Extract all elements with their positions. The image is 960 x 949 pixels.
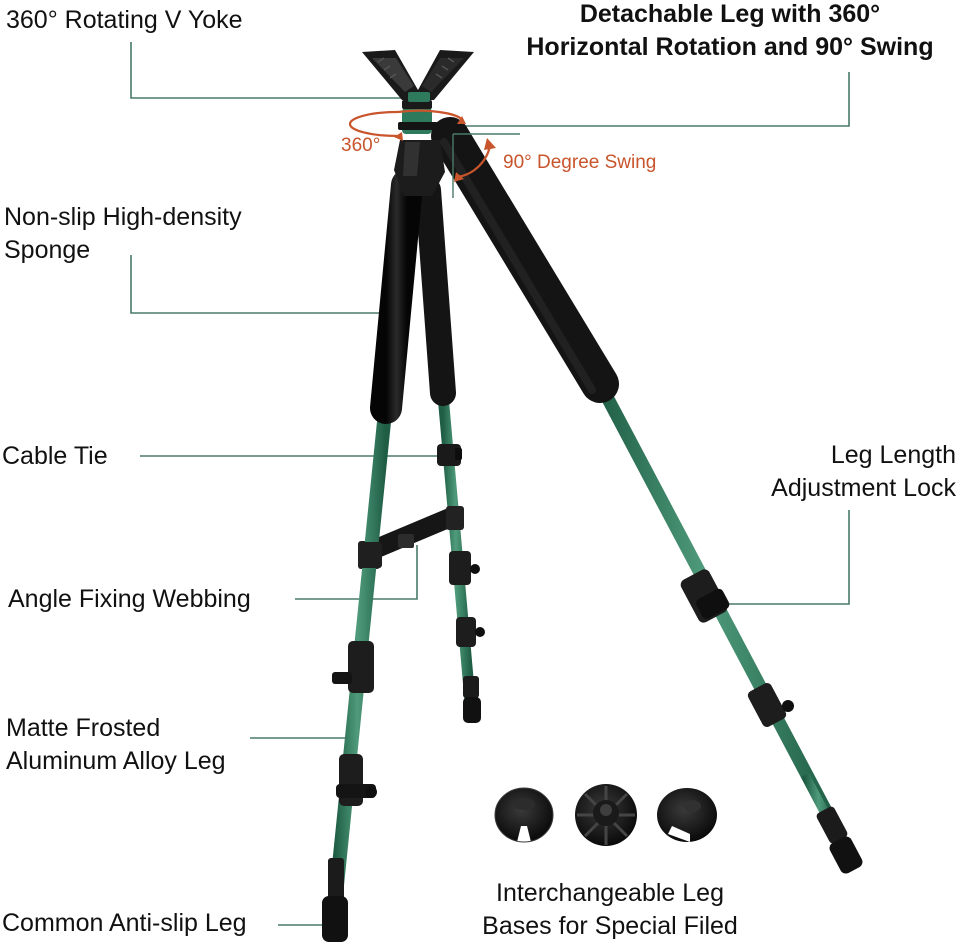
- callout-alloy: Matte Frosted Aluminum Alloy Leg: [6, 712, 226, 778]
- middle-leg: [358, 177, 485, 723]
- callout-cable-tie: Cable Tie: [2, 440, 108, 473]
- callout-alloy-line-2: Aluminum Alloy Leg: [6, 747, 226, 775]
- callout-bases: Interchangeable Leg Bases for Special Fi…: [440, 877, 780, 943]
- callout-yoke-text: 360° Rotating V Yoke: [6, 6, 243, 34]
- callout-detachable-line-1: Detachable Leg with 360°: [579, 0, 881, 28]
- length-lock-right-1: [680, 569, 730, 623]
- callout-cable-tie-text: Cable Tie: [2, 442, 108, 470]
- swing-arrow-icon: [454, 138, 496, 182]
- callout-sponge: Non-slip High-density Sponge: [4, 201, 242, 267]
- length-lock-middle-2: [456, 617, 485, 647]
- length-lock-middle-1: [449, 551, 480, 585]
- leader-lines: [130, 42, 850, 926]
- leader-length-lock: [713, 510, 850, 605]
- length-lock-left-2: [336, 754, 377, 806]
- leader-sponge: [130, 255, 394, 314]
- tripod-head: [394, 100, 445, 196]
- v-yoke: [362, 50, 474, 102]
- foot-right: [816, 806, 863, 874]
- callout-detachable-line-2: Horizontal Rotation and 90° Swing: [526, 33, 934, 61]
- base-sand-disc: [657, 788, 717, 842]
- cable-tie: [437, 444, 462, 466]
- callout-sponge-line-2: Sponge: [4, 236, 91, 264]
- callout-length-lock-line-1: Leg Length: [830, 441, 956, 469]
- rotation-arrow-icon: [348, 109, 466, 141]
- callout-webbing: Angle Fixing Webbing: [8, 583, 251, 616]
- leader-webbing: [295, 545, 418, 600]
- callout-webbing-text: Angle Fixing Webbing: [8, 585, 251, 613]
- leader-detachable: [430, 72, 850, 127]
- callout-sponge-line-1: Non-slip High-density: [4, 203, 242, 231]
- callout-yoke: 360° Rotating V Yoke: [6, 4, 243, 37]
- callout-bases-line-1: Interchangeable Leg: [496, 879, 724, 907]
- base-mud-disc: [494, 787, 554, 843]
- callout-length-lock: Leg Length Adjustment Lock: [700, 439, 956, 505]
- length-lock-right-2: [747, 683, 794, 727]
- foot-left: [322, 858, 348, 942]
- swing-guide-lines: [452, 133, 520, 198]
- leader-yoke: [130, 42, 408, 99]
- callout-foot-text: Common Anti-slip Leg: [2, 909, 247, 937]
- right-leg: [431, 117, 863, 874]
- base-snow-disc: [575, 784, 637, 846]
- callout-foot: Common Anti-slip Leg: [2, 907, 247, 940]
- annotation-swing: 90° Degree Swing: [503, 152, 657, 173]
- length-lock-left-1: [332, 641, 374, 693]
- left-leg: [322, 169, 423, 942]
- callout-detachable: Detachable Leg with 360° Horizontal Rota…: [505, 0, 955, 64]
- annotation-rotation: 360°: [341, 135, 381, 156]
- callout-alloy-line-1: Matte Frosted: [6, 714, 161, 742]
- callout-length-lock-line-2: Adjustment Lock: [771, 474, 956, 502]
- callout-bases-line-2: Bases for Special Filed: [482, 912, 738, 940]
- foot-middle: [463, 676, 481, 723]
